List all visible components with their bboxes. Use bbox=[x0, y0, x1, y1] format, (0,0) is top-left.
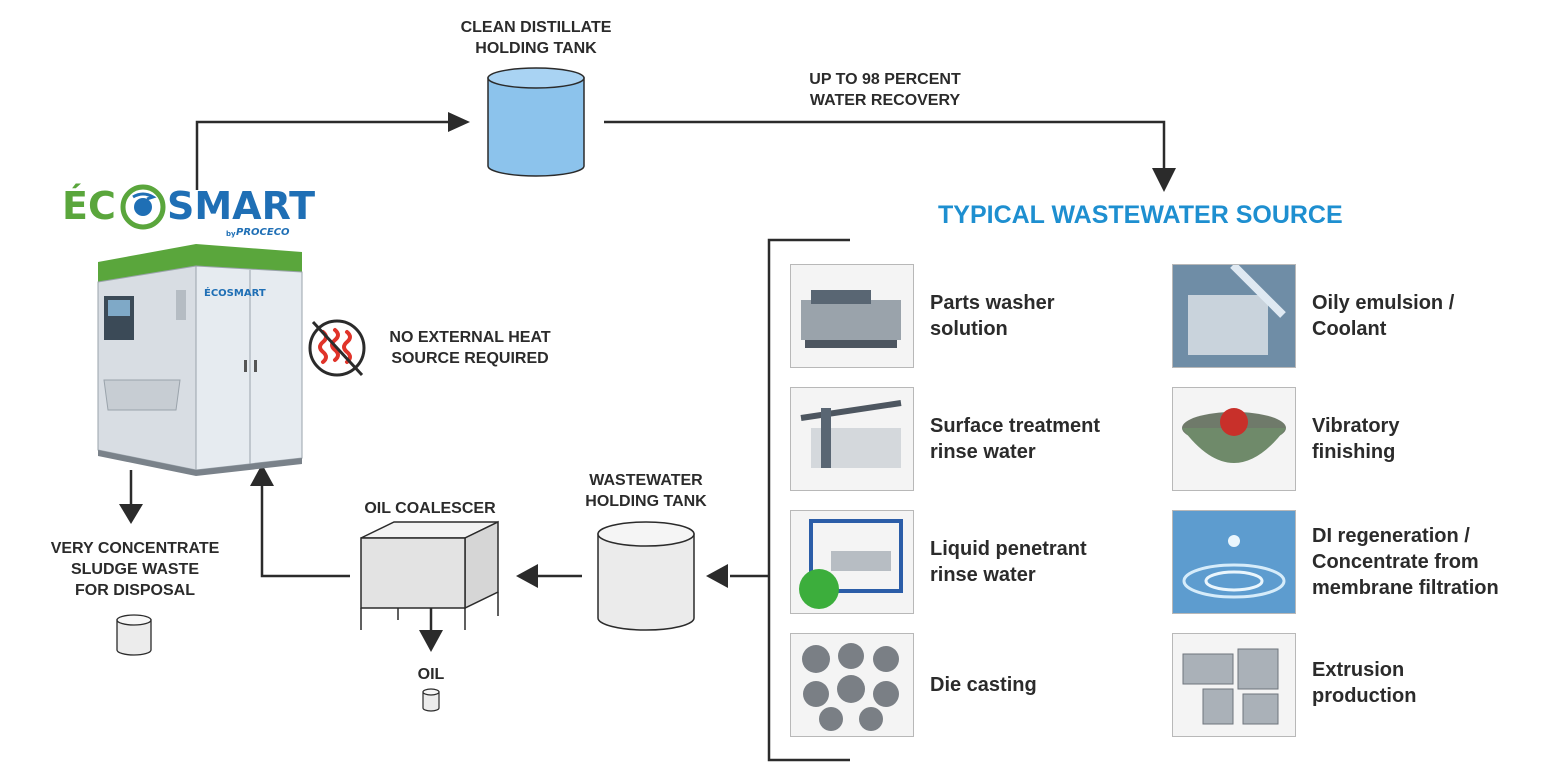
arrowhead-wastewater bbox=[706, 564, 728, 588]
arrowhead-source bbox=[1152, 168, 1176, 192]
logo-eco: ÉC bbox=[62, 184, 116, 228]
arrow-to-distillate-tank bbox=[195, 120, 452, 190]
logo-brand: PROCECO bbox=[236, 227, 290, 238]
arrow-to-machine bbox=[260, 486, 350, 578]
parts-washer-photo bbox=[790, 264, 914, 368]
sludge-container bbox=[116, 614, 152, 656]
source-label-penetrant: Liquid penetrant rinse water bbox=[930, 538, 1087, 586]
source-label-surface-treatment: Surface treatment rinse water bbox=[930, 415, 1101, 463]
source-label-vibratory: Vibratory finishing bbox=[1312, 415, 1400, 463]
arrowhead-distillate bbox=[448, 112, 470, 132]
die-casting-photo bbox=[790, 633, 914, 737]
sludge-label: VERY CONCENTRATE SLUDGE WASTE FOR DISPOS… bbox=[50, 540, 220, 599]
arrow-to-source bbox=[604, 120, 1166, 170]
coolant-photo bbox=[1172, 264, 1296, 368]
no-heat-label: NO EXTERNAL HEAT SOURCE REQUIRED bbox=[389, 329, 551, 367]
arrowhead-coalescer bbox=[516, 564, 538, 588]
wastewater-tank bbox=[597, 521, 695, 631]
source-label-di-regeneration: DI regeneration / Concentrate from membr… bbox=[1312, 525, 1499, 599]
source-label-extrusion: Extrusion production bbox=[1312, 659, 1417, 707]
logo-by: by bbox=[226, 230, 236, 238]
arrowhead-sludge bbox=[119, 504, 143, 524]
clean-distillate-tank bbox=[487, 67, 585, 177]
ecosmart-machine bbox=[97, 244, 303, 476]
surface-treatment-photo bbox=[790, 387, 914, 491]
distillate-tank-label: CLEAN DISTILLATE HOLDING TANK bbox=[460, 19, 612, 57]
source-label-parts-washer: Parts washer solution bbox=[930, 292, 1055, 340]
wastewater-source-title: TYPICAL WASTEWATER SOURCE bbox=[938, 201, 1343, 229]
water-recovery-label: UP TO 98 PERCENT WATER RECOVERY bbox=[809, 71, 961, 109]
arrowhead-machine bbox=[250, 464, 274, 486]
recycle-swoosh-icon bbox=[120, 184, 166, 230]
source-bracket bbox=[767, 238, 850, 762]
oil-container bbox=[422, 688, 440, 712]
coalescer-label: OIL COALESCER bbox=[364, 500, 496, 517]
oil-label: OIL bbox=[417, 666, 445, 683]
wastewater-tank-label: WASTEWATER HOLDING TANK bbox=[585, 472, 707, 510]
oil-coalescer bbox=[360, 520, 499, 630]
water-drop-photo bbox=[1172, 510, 1296, 614]
penetrant-photo bbox=[790, 510, 914, 614]
no-heat-icon bbox=[308, 319, 366, 377]
source-label-die-casting: Die casting bbox=[930, 674, 1037, 696]
logo-smart: SMART bbox=[167, 184, 316, 228]
source-label-coolant: Oily emulsion / Coolant bbox=[1312, 292, 1455, 340]
machine-badge: ÉCOSMART bbox=[204, 288, 266, 299]
arrowhead-oil bbox=[419, 630, 443, 652]
extrusion-photo bbox=[1172, 633, 1296, 737]
vibratory-photo bbox=[1172, 387, 1296, 491]
